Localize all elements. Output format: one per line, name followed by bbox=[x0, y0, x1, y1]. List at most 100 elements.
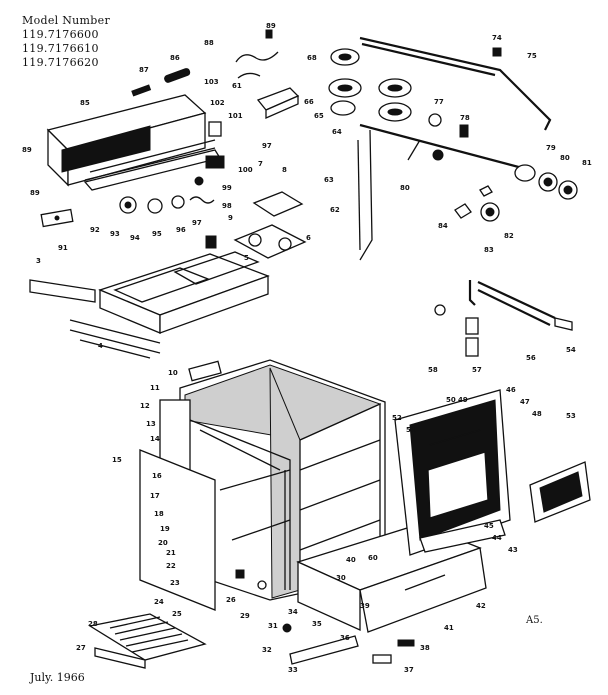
label-75: 75 bbox=[527, 52, 537, 60]
label-5: 5 bbox=[244, 254, 249, 262]
label-62: 62 bbox=[330, 206, 340, 214]
label-96: 96 bbox=[176, 226, 186, 234]
valve-knobs bbox=[454, 47, 578, 222]
label-37: 37 bbox=[404, 666, 414, 674]
label-16: 16 bbox=[152, 472, 162, 480]
label-49: 49 bbox=[458, 396, 468, 404]
model-number-1: 119.7176600 bbox=[22, 28, 99, 41]
label-11: 11 bbox=[150, 384, 160, 392]
label-77: 77 bbox=[434, 98, 444, 106]
label-80b: 80 bbox=[560, 154, 570, 162]
label-48: 48 bbox=[532, 410, 542, 418]
label-79: 79 bbox=[546, 144, 556, 152]
label-6: 6 bbox=[306, 234, 311, 242]
burner-assembly bbox=[328, 36, 552, 261]
label-74: 74 bbox=[492, 34, 502, 42]
figure-reference: A5. bbox=[526, 615, 543, 626]
label-23: 23 bbox=[170, 579, 180, 587]
label-32: 32 bbox=[262, 646, 272, 654]
label-86: 86 bbox=[170, 54, 180, 62]
label-54: 54 bbox=[566, 346, 576, 354]
label-25: 25 bbox=[172, 610, 182, 618]
label-26: 26 bbox=[226, 596, 236, 604]
label-100: 100 bbox=[238, 166, 253, 174]
label-36: 36 bbox=[340, 634, 350, 642]
label-65: 65 bbox=[314, 112, 324, 120]
label-98: 98 bbox=[222, 202, 232, 210]
label-19: 19 bbox=[160, 525, 170, 533]
label-60: 60 bbox=[368, 554, 378, 562]
label-27: 27 bbox=[76, 644, 86, 652]
label-56: 56 bbox=[526, 354, 536, 362]
label-89: 89 bbox=[266, 22, 276, 30]
label-10: 10 bbox=[168, 369, 178, 377]
label-46: 46 bbox=[506, 386, 516, 394]
label-9: 9 bbox=[228, 214, 233, 222]
model-number-3: 119.7176620 bbox=[22, 56, 99, 69]
label-47: 47 bbox=[520, 398, 530, 406]
label-8: 8 bbox=[282, 166, 287, 174]
label-44: 44 bbox=[492, 534, 502, 542]
label-87: 87 bbox=[139, 66, 149, 74]
label-22: 22 bbox=[166, 562, 176, 570]
label-43: 43 bbox=[508, 546, 518, 554]
label-63: 63 bbox=[324, 176, 334, 184]
label-39: 39 bbox=[360, 602, 370, 610]
label-45: 45 bbox=[484, 522, 494, 530]
label-53: 53 bbox=[566, 412, 576, 420]
label-35: 35 bbox=[312, 620, 322, 628]
label-7: 7 bbox=[258, 160, 263, 168]
label-101: 101 bbox=[228, 112, 243, 120]
label-51: 51 bbox=[406, 426, 416, 434]
label-88: 88 bbox=[204, 39, 214, 47]
cooktop-top bbox=[29, 251, 270, 359]
label-99: 99 bbox=[222, 184, 232, 192]
label-97: 97 bbox=[262, 142, 272, 150]
burner-box-bracket bbox=[235, 29, 300, 119]
label-31: 31 bbox=[268, 622, 278, 630]
model-number-title: Model Number bbox=[22, 14, 111, 27]
label-81: 81 bbox=[582, 159, 592, 167]
label-50: 50 bbox=[446, 396, 456, 404]
label-57: 57 bbox=[472, 366, 482, 374]
diagram-date: July. 1966 bbox=[30, 671, 85, 684]
label-40: 40 bbox=[346, 556, 356, 564]
label-84: 84 bbox=[438, 222, 448, 230]
oven-door bbox=[394, 389, 591, 556]
label-12: 12 bbox=[140, 402, 150, 410]
label-89c: 89 bbox=[30, 189, 40, 197]
label-93: 93 bbox=[110, 230, 120, 238]
label-24: 24 bbox=[154, 598, 164, 606]
label-29: 29 bbox=[240, 612, 250, 620]
broiler-pan bbox=[88, 613, 207, 669]
label-21: 21 bbox=[166, 549, 176, 557]
label-95: 95 bbox=[152, 230, 162, 238]
label-61: 61 bbox=[232, 82, 242, 90]
label-78: 78 bbox=[460, 114, 470, 122]
label-20: 20 bbox=[158, 539, 168, 547]
label-4: 4 bbox=[98, 342, 103, 350]
backguard-panel bbox=[46, 94, 222, 191]
label-18: 18 bbox=[154, 510, 164, 518]
range-body bbox=[139, 359, 386, 633]
label-89b: 89 bbox=[22, 146, 32, 154]
label-34: 34 bbox=[288, 608, 298, 616]
part-number-labels: 89 88 87 86 85 89 103 102 101 89 97 100 … bbox=[22, 22, 592, 674]
label-102: 102 bbox=[210, 99, 225, 107]
label-38: 38 bbox=[420, 644, 430, 652]
label-92: 92 bbox=[90, 226, 100, 234]
label-68: 68 bbox=[307, 54, 317, 62]
label-103: 103 bbox=[204, 78, 219, 86]
label-97b: 97 bbox=[192, 219, 202, 227]
label-80: 80 bbox=[400, 184, 410, 192]
label-66: 66 bbox=[304, 98, 314, 106]
label-64: 64 bbox=[332, 128, 342, 136]
label-13: 13 bbox=[146, 420, 156, 428]
label-91: 91 bbox=[58, 244, 68, 252]
label-14: 14 bbox=[150, 435, 160, 443]
drip-pan-plates bbox=[205, 191, 307, 259]
clock-timer-parts bbox=[40, 68, 225, 228]
label-33: 33 bbox=[288, 666, 298, 674]
